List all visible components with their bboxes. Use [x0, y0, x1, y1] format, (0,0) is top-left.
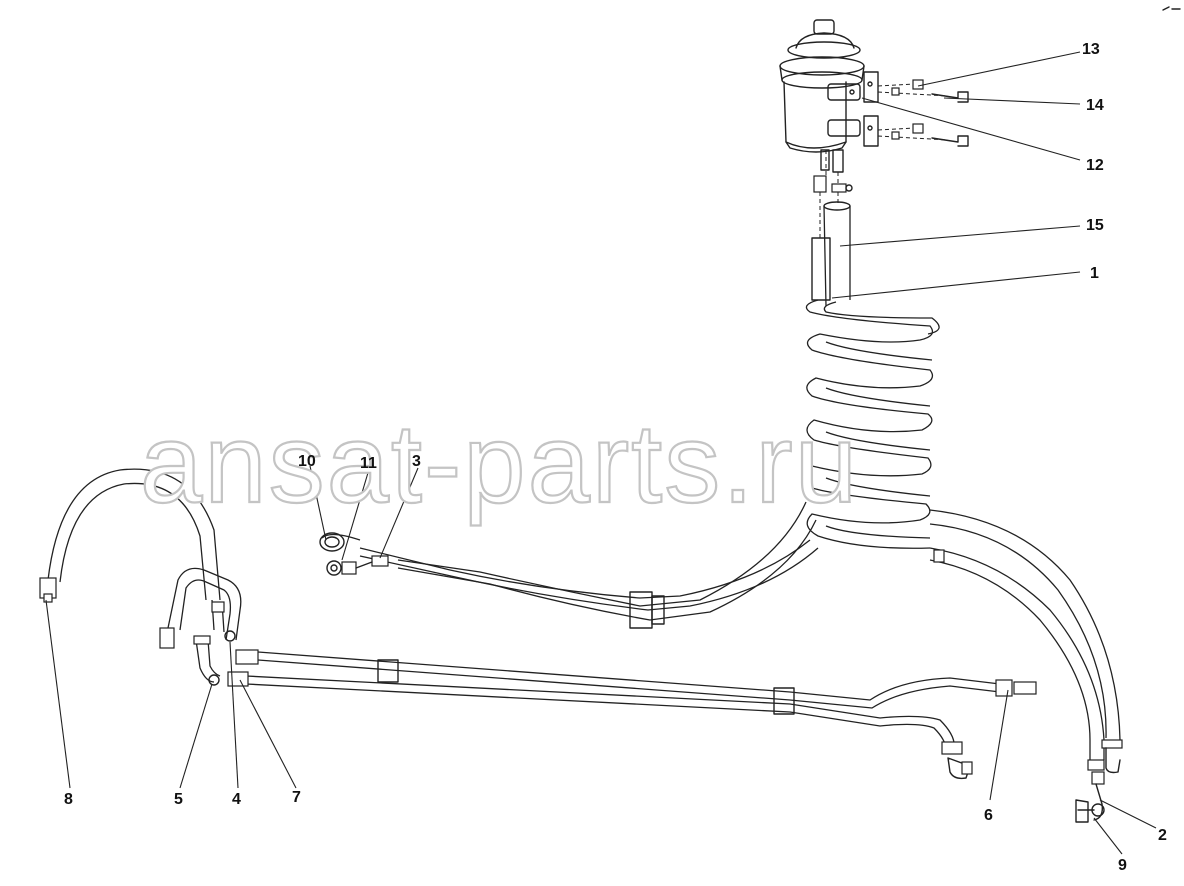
corner-mark-icon: [1162, 6, 1181, 11]
callout-14: 14: [1086, 97, 1104, 114]
hose-15: [811, 201, 851, 307]
callout-12: 12: [1086, 157, 1104, 174]
callout-11: 11: [360, 455, 377, 472]
callout-2: 2: [1158, 827, 1167, 844]
callout-1: 1: [1090, 265, 1099, 282]
cooler-coil: [804, 299, 940, 549]
steel-lines-bottom: [227, 649, 1037, 780]
callout-13: 13: [1082, 41, 1100, 58]
callout-7: 7: [292, 789, 301, 806]
watermark-text: ansat-parts.ru: [140, 401, 859, 526]
callout-3: 3: [412, 453, 421, 470]
callout-8: 8: [64, 791, 73, 808]
callout-15: 15: [1086, 217, 1104, 234]
hose-8-arch: [39, 468, 221, 603]
callout-10: 10: [298, 453, 316, 470]
callout-9: 9: [1118, 857, 1127, 874]
callout-5: 5: [174, 791, 183, 808]
leader-lines: [45, 51, 1157, 855]
reservoir-tank: [779, 19, 879, 173]
mounting-nuts-bolts: [877, 79, 969, 147]
hoses-to-left: [319, 501, 819, 629]
callout-6: 6: [984, 807, 993, 824]
return-hoses-right: [929, 509, 1123, 823]
small-hoses-left: [159, 567, 242, 686]
callout-4: 4: [232, 791, 241, 808]
